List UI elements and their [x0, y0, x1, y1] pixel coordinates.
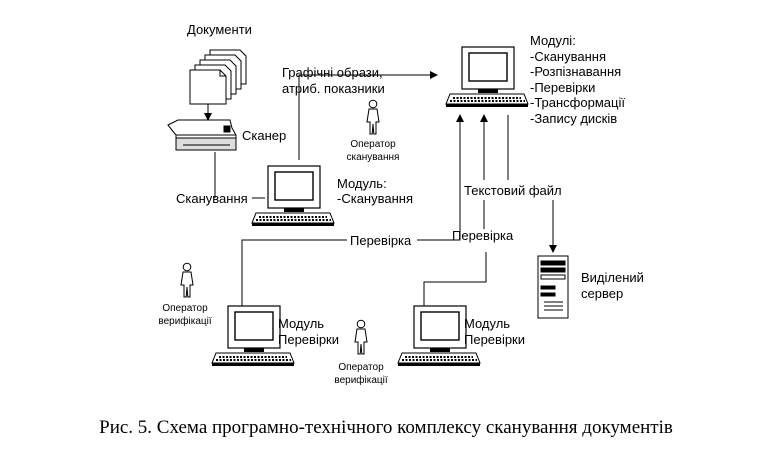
- pc-to-main-images-line: [298, 71, 438, 160]
- text-file-label: Текстовий файл: [464, 183, 562, 198]
- documents-icon: [189, 49, 247, 105]
- modules-title: Модулі:: [530, 33, 576, 48]
- operator-scan-line2: сканування: [347, 152, 400, 163]
- documents-label: Документи: [187, 22, 252, 37]
- modules-item-4: -Трансформації: [530, 95, 625, 110]
- modules-item-3: -Перевірки: [530, 80, 595, 95]
- images-label-line1: Графічні образи,: [282, 65, 383, 80]
- module-scan-line1: Модуль:: [337, 176, 387, 191]
- operator-verif-right-line2: верифікації: [334, 374, 387, 386]
- modules-item-5: -Запису дисків: [530, 111, 617, 126]
- modules-item-1: -Сканування: [530, 49, 606, 64]
- modules-item-2: -Розпізнавання: [530, 64, 621, 79]
- scanner-label: Сканер: [242, 128, 286, 143]
- left-check-line-right: [417, 114, 464, 241]
- operator-scan-icon: [366, 99, 380, 135]
- main-workstation-icon: [445, 46, 529, 108]
- module-scan-line2: -Сканування: [337, 191, 413, 206]
- scan-edge-label: Сканування: [176, 191, 248, 206]
- module-check-left-line1: Модуль: [278, 316, 324, 331]
- operator-verif-left-line2: верифікації: [158, 315, 211, 327]
- right-check-line: [423, 252, 487, 306]
- module-check-right-line1: Модуль: [464, 316, 510, 331]
- module-check-left-line2: Перевірки: [278, 332, 339, 347]
- server-icon: [537, 255, 569, 319]
- scanner-icon: [167, 119, 237, 151]
- figure-caption: Рис. 5. Схема програмно-технічного компл…: [99, 417, 673, 438]
- connections: [214, 71, 557, 306]
- check-label-left: Перевірка: [350, 233, 412, 248]
- server-label-line2: сервер: [581, 286, 623, 301]
- images-label-line2: атриб. показники: [282, 81, 385, 96]
- module-check-right-line2: Перевірки: [464, 332, 525, 347]
- operator-scan-line1: Оператор: [350, 139, 396, 150]
- check-label-right: Перевірка: [452, 228, 514, 243]
- operator-verif-left-icon: [180, 262, 194, 298]
- operator-verif-left-line1: Оператор: [162, 303, 208, 314]
- left-check-line: [241, 239, 347, 306]
- operator-verif-right-line1: Оператор: [338, 362, 384, 373]
- scan-workstation-icon: [251, 165, 335, 227]
- operator-verif-right-icon: [354, 319, 368, 355]
- server-label-line1: Виділений: [581, 270, 644, 285]
